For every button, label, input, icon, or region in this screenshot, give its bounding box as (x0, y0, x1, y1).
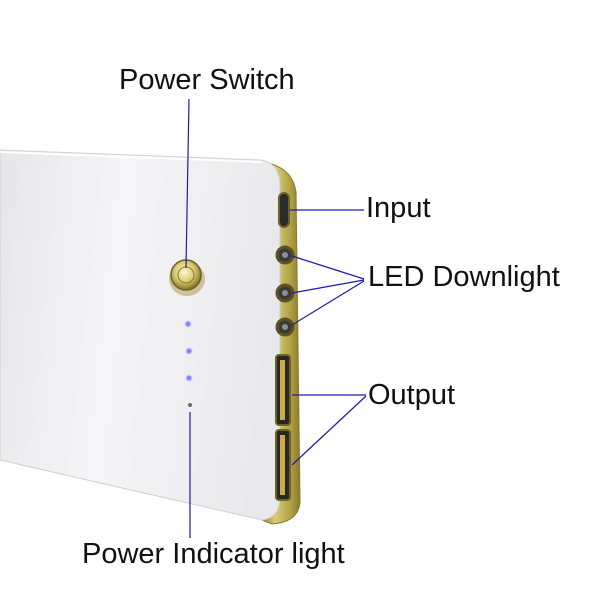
input-port (278, 192, 290, 228)
leader-led-2 (291, 279, 365, 294)
leader-power-switch (185, 98, 190, 269)
led-downlight-group (275, 245, 295, 337)
leader-lines (185, 98, 367, 538)
leader-output-2 (291, 395, 367, 466)
leader-led-3 (291, 280, 365, 326)
label-led-downlight: LED Downlight (368, 261, 560, 293)
leader-led-1 (291, 255, 365, 280)
power-indicator-leds (183, 319, 194, 407)
output-ports (275, 354, 291, 501)
indicator-led-off (188, 403, 192, 407)
power-switch-button (169, 259, 205, 296)
label-input: Input (366, 192, 431, 224)
label-output: Output (368, 379, 456, 411)
label-power-switch: Power Switch (119, 64, 295, 96)
label-power-indicator-light: Power Indicator light (82, 538, 345, 570)
power-bank-body (0, 149, 281, 521)
